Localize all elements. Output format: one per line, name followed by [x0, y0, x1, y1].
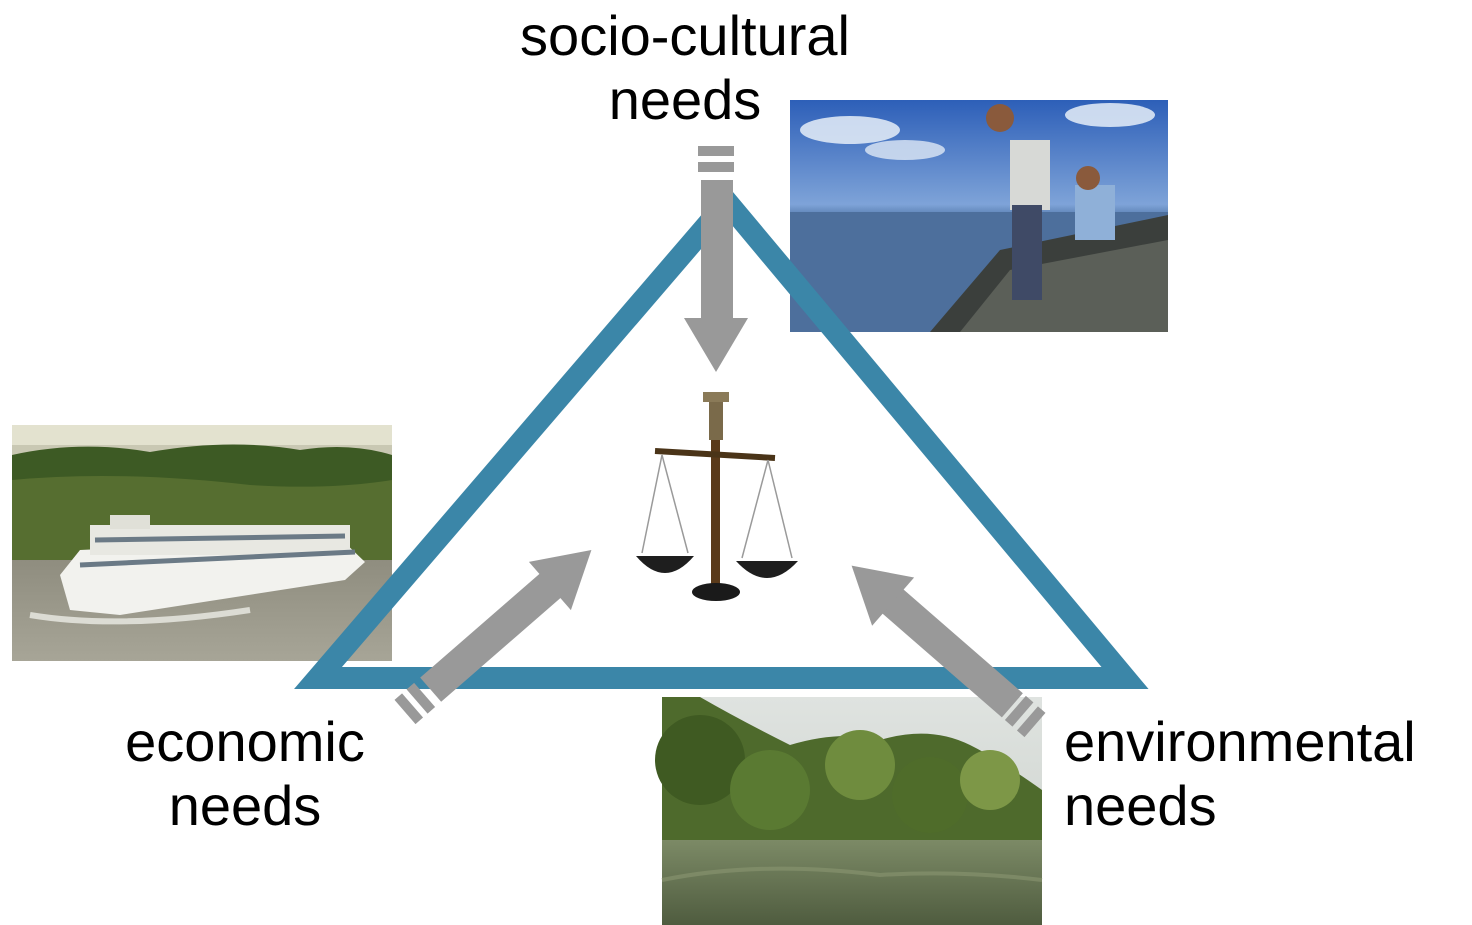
economic-arrow [394, 549, 592, 725]
economic-label-line1: economic [125, 710, 365, 773]
environmental-needs-label: environmental needs [1064, 710, 1472, 838]
socio-cultural-needs-label: socio-cultural needs [470, 4, 900, 132]
cruise-ship-photo [12, 425, 392, 661]
needs-triangle [294, 184, 1149, 689]
balance-scale-icon [636, 392, 798, 601]
socio-cultural-label-line1: socio-cultural [520, 4, 850, 67]
environmental-label-line2: needs [1064, 774, 1217, 837]
river-trees-photo [655, 697, 1043, 925]
economic-needs-label: economic needs [60, 710, 430, 838]
socio-cultural-label-line2: needs [608, 68, 762, 131]
environmental-label-line1: environmental [1064, 710, 1416, 773]
economic-label-line2: needs [168, 774, 322, 837]
socio-cultural-arrow [684, 146, 748, 372]
environmental-arrow [851, 565, 1046, 738]
fishermen-boat-photo [790, 100, 1168, 332]
